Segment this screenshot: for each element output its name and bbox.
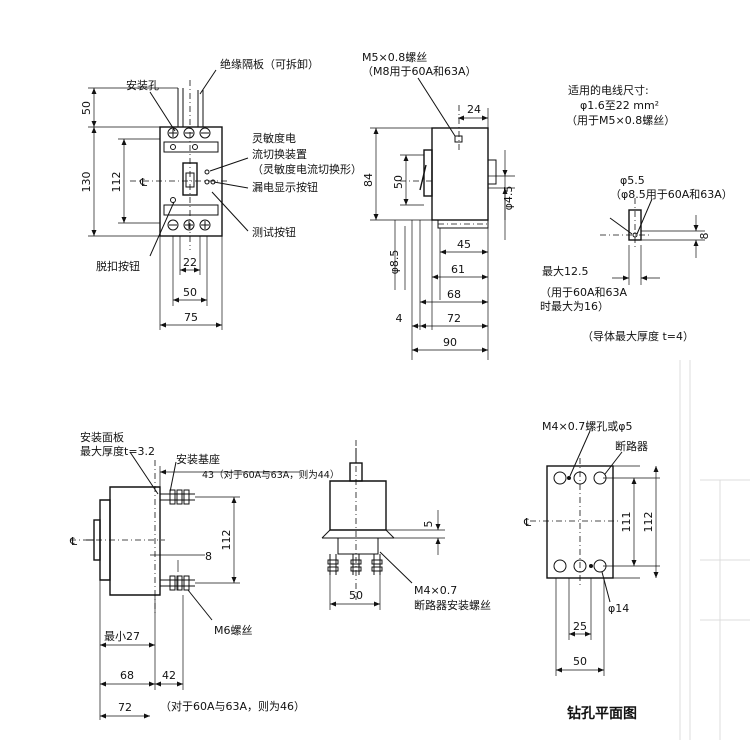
label-m4-1: M4×0.7 (414, 584, 457, 597)
label-sensitivity-switch-2: 流切换装置 (252, 147, 307, 161)
dim-50-front: 50 (183, 286, 197, 299)
top-view-screws (321, 440, 445, 610)
dim-50-drill: 50 (573, 655, 587, 668)
drill-plan-title: 钻孔平面图 (567, 705, 637, 722)
dim-phi8-5: φ8.5 (388, 250, 401, 275)
label-max-12-5: 最大12.5 (542, 264, 589, 278)
dim-8-conductor: 8 (698, 233, 711, 240)
label-sensitivity-switch-1: 灵敏度电 (252, 131, 296, 145)
label-screw-m5: M5×0.8螺丝 (362, 51, 427, 64)
label-max-16-note-1: （用于60A和63A (540, 286, 628, 299)
background-decoration (679, 360, 750, 740)
label-wire-size-1: 适用的电线尺寸: (568, 83, 649, 97)
dim-5: 5 (422, 521, 435, 528)
stud-top (160, 489, 195, 505)
dim-42: 42 (162, 669, 176, 682)
label-dim-46-note: （对于60A与63A，则为46） (160, 699, 305, 713)
dim-112-front: 112 (110, 172, 123, 193)
label-panel-2: 最大厚度t=3.2 (80, 444, 155, 458)
dim-68: 68 (447, 288, 461, 301)
dim-72: 72 (447, 312, 461, 325)
label-screw-m8-note: （M8用于60A和63A） (362, 65, 477, 78)
label-max-16-note-2: 时最大为16） (540, 299, 609, 313)
label-m6: M6螺丝 (214, 624, 253, 637)
dim-84: 84 (362, 173, 375, 187)
front-centerline-mark: ℄ (139, 176, 147, 189)
label-wire-size-2: φ1.6至22 mm² (580, 99, 659, 112)
dim-111: 111 (620, 512, 633, 533)
dim-24: 24 (467, 103, 481, 116)
mount-screw-3 (371, 554, 383, 575)
panel-mount-view (70, 451, 300, 720)
panel-centerline-mark: ℄ (69, 535, 77, 548)
conductor-detail (600, 198, 705, 285)
label-phi5-5: φ5.5 (620, 174, 645, 187)
dim-75: 75 (184, 311, 198, 324)
dim-50-top: 50 (80, 101, 93, 115)
front-view (88, 69, 249, 330)
dim-phi4-5: φ4.5 (502, 186, 515, 211)
dim-112-drill: 112 (642, 512, 655, 533)
mount-screw-1 (327, 554, 339, 575)
dim-50-screws: 50 (349, 589, 363, 602)
label-m4-hole: M4×0.7螺孔或φ5 (542, 420, 632, 433)
label-m4-2: 断路器安装螺丝 (414, 598, 491, 612)
label-trip-button: 脱扣按钮 (96, 259, 140, 273)
label-base: 安装基座 (176, 452, 220, 466)
label-test-button: 测试按钮 (252, 225, 296, 239)
dim-90: 90 (443, 336, 457, 349)
label-panel-1: 安装面板 (80, 430, 124, 444)
label-insulation-barrier: 绝缘隔板（可拆卸） (220, 57, 319, 71)
mount-screw-2 (350, 554, 362, 575)
label-wire-size-3: （用于M5×0.8螺丝） (566, 114, 675, 127)
label-min-27: 最小27 (104, 630, 140, 643)
side-view (370, 77, 515, 360)
label-dim-43-note: 43（对于60A与63A，则为44） (202, 469, 339, 481)
label-breaker: 断路器 (615, 439, 648, 453)
label-mounting-hole: 安装孔 (126, 78, 159, 92)
dim-50-side: 50 (392, 175, 405, 189)
dim-130: 130 (80, 172, 93, 193)
dim-25: 25 (573, 620, 587, 633)
dim-4: 4 (396, 312, 403, 325)
label-conductor-thickness: （导体最大厚度 t=4） (582, 329, 694, 343)
dim-68-panel: 68 (120, 669, 134, 682)
label-phi8-5-note: （φ8.5用于60A和63A） (610, 188, 733, 201)
drill-centerline-mark: ℄ (523, 516, 531, 529)
drill-plan (530, 430, 660, 676)
dim-8-panel: 8 (205, 550, 212, 563)
label-leak-indicator: 漏电显示按钮 (252, 180, 318, 194)
label-sensitivity-switch-3: （灵敏度电流切换形） (252, 162, 362, 176)
label-phi14: φ14 (608, 602, 629, 615)
stud-bottom (160, 575, 195, 591)
dim-22: 22 (183, 256, 197, 269)
dim-112-panel: 112 (220, 530, 233, 551)
dim-45: 45 (457, 238, 471, 251)
dim-72-panel: 72 (118, 701, 132, 714)
dim-61: 61 (451, 263, 465, 276)
